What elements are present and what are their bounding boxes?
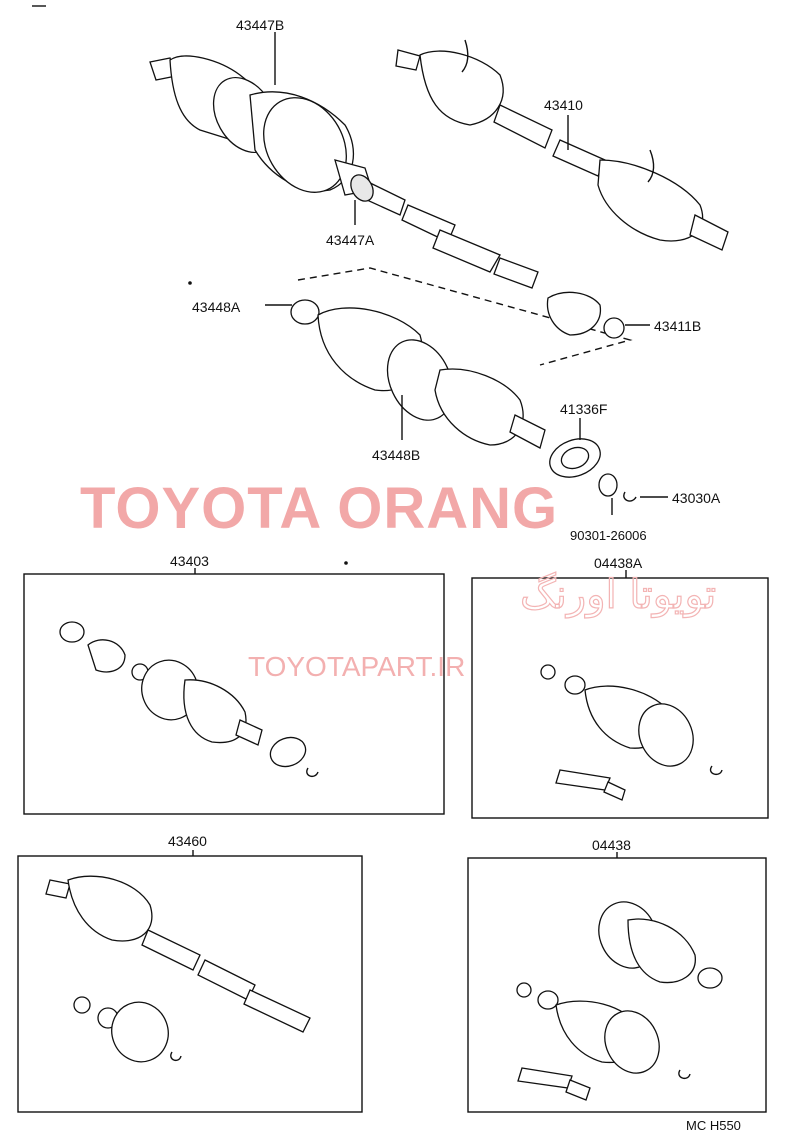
label-43447A: 43447A — [326, 232, 375, 248]
label-90301-26006: 90301-26006 — [570, 528, 647, 543]
label-04438A: 04438A — [594, 555, 643, 571]
kit-box-04438A — [471, 577, 769, 819]
kit-04438A-parts — [540, 664, 723, 801]
inboard-joint-assembly — [290, 267, 633, 449]
dot-mark — [188, 281, 192, 285]
kit-box-43403 — [23, 573, 445, 815]
label-43448A: 43448A — [192, 299, 241, 315]
dot-mark — [344, 561, 348, 565]
kit-43403-parts — [59, 621, 319, 778]
label-43410: 43410 — [544, 97, 583, 113]
kit-box-04438 — [467, 857, 767, 1113]
label-43460: 43460 — [168, 833, 207, 849]
label-43447B: 43447B — [236, 17, 284, 33]
label-43030A: 43030A — [672, 490, 721, 506]
kit-box-43460 — [17, 855, 363, 1113]
watermark-brand: TOYOTA ORANG — [80, 476, 558, 541]
label-43448B: 43448B — [372, 447, 420, 463]
upper-left-drive-shaft — [149, 55, 539, 289]
label-43411B: 43411B — [654, 318, 701, 334]
upper-right-drive-shaft — [395, 39, 729, 251]
label-41336F: 41336F — [560, 401, 607, 417]
seal-and-clips — [549, 438, 637, 502]
label-04438: 04438 — [592, 837, 631, 853]
watermark-url: TOYOTAPART.IR — [248, 651, 465, 682]
label-43403: 43403 — [170, 553, 209, 569]
kit-04438-parts — [516, 901, 723, 1101]
leader-lines — [192, 32, 668, 858]
watermark-brand-fa: تویوتا اورنگ — [520, 572, 716, 618]
kit-43460-parts — [45, 875, 311, 1063]
footer-code: MC H550 — [686, 1118, 741, 1133]
